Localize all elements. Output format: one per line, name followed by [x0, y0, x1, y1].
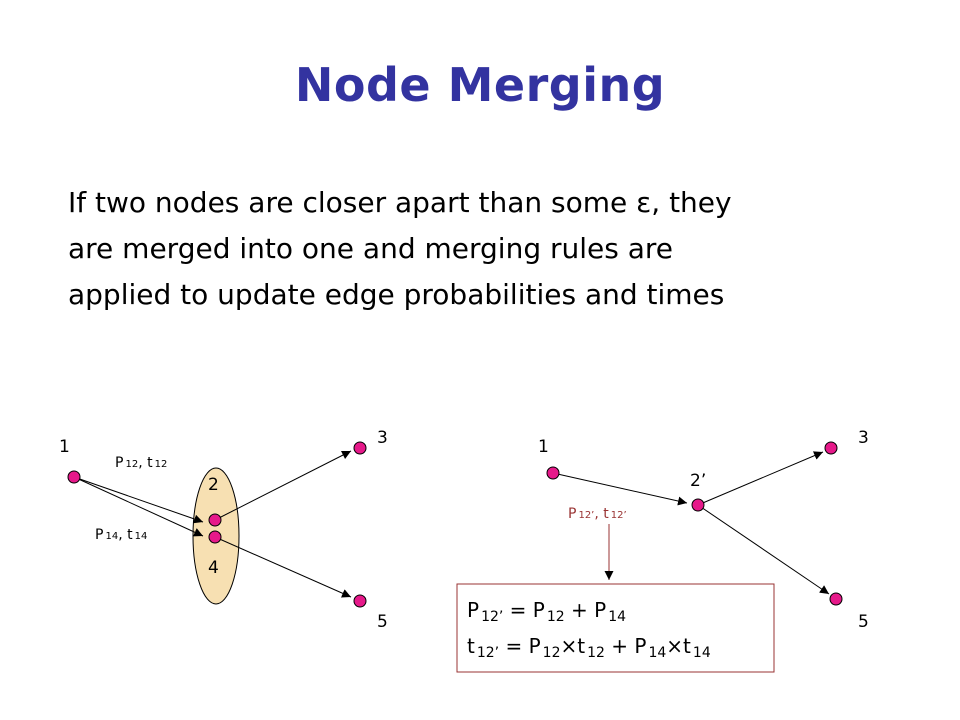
- node-3-right-label: 3: [858, 428, 869, 448]
- node-2-label: 2: [208, 475, 219, 495]
- edge-1-2prime: [552, 472, 688, 506]
- slide-body: If two nodes are closer apart than some …: [68, 180, 928, 318]
- node-1-right-label: 1: [538, 437, 549, 457]
- edge-2prime-3: [697, 451, 824, 506]
- edge-2-3: [214, 450, 352, 521]
- body-line-2: are merged into one and merging rules ar…: [68, 232, 674, 265]
- slide-title: Node Merging: [294, 58, 666, 112]
- node-3: [353, 441, 367, 455]
- node-3-right: [824, 441, 838, 455]
- merge-rule-box: [456, 583, 775, 673]
- node-2prime: [691, 498, 705, 512]
- edge-4-5: [214, 536, 352, 598]
- node-3-label: 3: [377, 428, 388, 448]
- node-4: [208, 530, 222, 544]
- node-5-label: 5: [377, 612, 388, 632]
- body-line-3: applied to update edge probabilities and…: [68, 278, 725, 311]
- node-1: [67, 470, 81, 484]
- node-5-right-label: 5: [858, 612, 869, 632]
- edge-1-4: [73, 476, 204, 537]
- node-5: [353, 594, 367, 608]
- node-1-label: 1: [59, 437, 70, 457]
- node-4-label: 4: [208, 558, 219, 578]
- node-1-right: [546, 466, 560, 480]
- node-2prime-label: 2’: [690, 471, 706, 491]
- edge-1-2: [73, 476, 204, 524]
- edge-2prime-5: [697, 504, 830, 595]
- node-5-right: [829, 592, 843, 606]
- body-line-1: If two nodes are closer apart than some …: [68, 186, 732, 219]
- node-2: [208, 513, 222, 527]
